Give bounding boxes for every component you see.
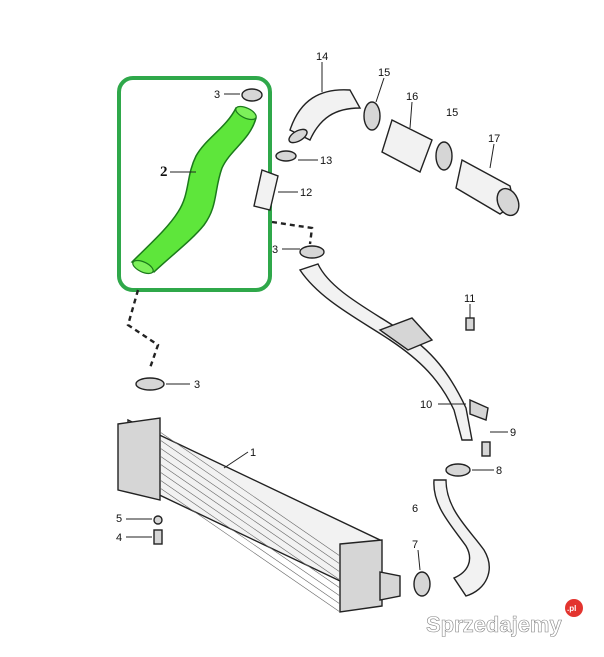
label-14: 14 [316, 51, 328, 63]
label-3-upper: 3 [272, 244, 278, 256]
pipe-part-14[interactable] [289, 89, 362, 141]
clamp-part-3-top[interactable] [241, 88, 263, 102]
label-11: 11 [464, 293, 475, 305]
washer-part-5[interactable] [153, 515, 163, 525]
hose-part-12[interactable] [253, 169, 279, 211]
clamp-part-13[interactable] [275, 150, 297, 162]
hose-part-2[interactable] [130, 106, 257, 273]
clamp-part-15-a[interactable] [363, 101, 381, 131]
watermark-text: Sprzedajemy [426, 612, 562, 637]
label-15-b: 15 [446, 107, 458, 119]
label-17: 17 [488, 133, 500, 145]
label-13: 13 [320, 155, 332, 167]
clamp-part-15-b[interactable] [435, 141, 453, 171]
label-2: 2 [160, 164, 168, 180]
bolt-part-4[interactable] [153, 529, 163, 545]
label-3-top: 3 [214, 89, 220, 101]
label-16: 16 [406, 91, 418, 103]
label-9: 9 [510, 427, 516, 439]
label-15-a: 15 [378, 67, 390, 79]
label-6: 6 [412, 503, 418, 515]
intercooler-part-1[interactable] [117, 417, 401, 613]
label-8: 8 [496, 465, 502, 477]
sleeve-part-16[interactable] [381, 119, 433, 173]
label-10: 10 [420, 399, 432, 411]
watermark-suffix: .pl [567, 604, 576, 613]
clamp-part-3-mid[interactable] [135, 377, 165, 391]
clamp-part-7[interactable] [413, 571, 431, 597]
watermark: Sprzedajemy .pl [426, 599, 583, 637]
label-12: 12 [300, 187, 312, 199]
bolt-part-11[interactable] [465, 317, 475, 331]
label-4: 4 [116, 532, 122, 544]
label-3-mid: 3 [194, 379, 200, 391]
hose-part-6[interactable] [433, 479, 490, 597]
clamp-part-8[interactable] [445, 463, 471, 477]
label-5: 5 [116, 513, 122, 525]
hose-part-2-end-top [235, 105, 257, 121]
pipe-part-10[interactable] [298, 263, 473, 441]
label-1: 1 [250, 447, 256, 459]
hose-part-2-end-bottom [132, 259, 154, 275]
label-7: 7 [412, 539, 418, 551]
clamp-part-3-upper[interactable] [299, 245, 325, 259]
bolt-part-9[interactable] [481, 441, 491, 457]
